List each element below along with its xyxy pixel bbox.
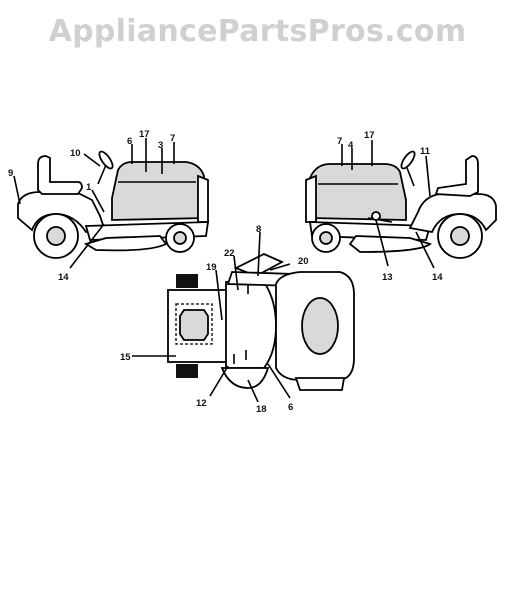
callout-18: 18 [256,404,267,415]
callout-22: 22 [224,248,235,259]
callout-11: 11 [420,146,431,157]
callout-6: 6 [127,136,132,147]
callout-20: 20 [298,256,309,267]
callout-17: 17 [364,130,375,141]
callout-17: 17 [139,129,150,140]
callout-19: 19 [206,262,217,273]
callout-12: 12 [196,398,207,409]
callout-10: 10 [70,148,81,159]
callout-14: 14 [432,272,443,283]
callout-14: 14 [58,272,69,283]
callout-9: 9 [8,168,13,179]
callout-7: 7 [337,136,342,147]
callout-13: 13 [382,272,393,283]
callout-7: 7 [170,133,175,144]
right-tractor: 7 4 17 11 13 14 [305,130,497,283]
callout-15: 15 [120,352,131,363]
callout-1: 1 [86,182,92,193]
callout-8: 8 [256,224,261,235]
callout-6: 6 [288,402,293,413]
watermark-logo: AppliancePartsPros.com [48,14,467,49]
left-tractor: 9 10 6 17 3 7 1 14 [8,129,210,283]
callout-4: 4 [348,140,354,151]
callout-3: 3 [158,140,163,151]
top-view-tractor: 8 22 19 20 15 12 18 6 [120,224,355,415]
